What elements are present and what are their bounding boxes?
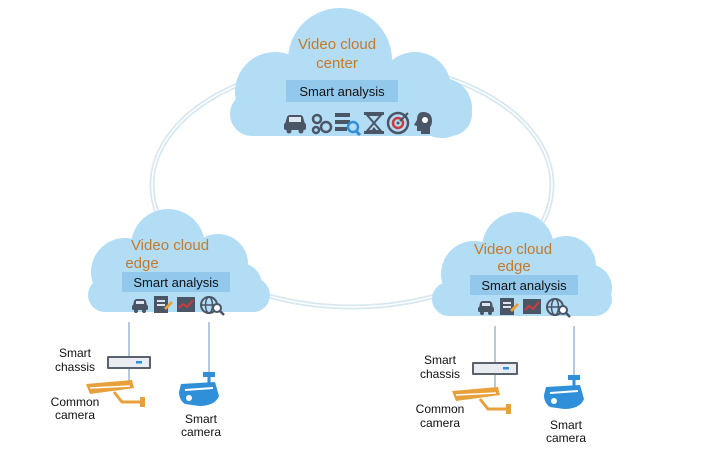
car-icon [132,299,148,313]
left-chassis-label-line1: Smart [59,346,92,360]
right-smart-camera-label-line1: Smart [550,418,583,432]
left-devices: Smart chassis Common camera Smart camera [51,322,221,439]
center-title-line1: Video cloud [298,36,376,53]
left-common-camera-label-line1: Common [51,395,100,409]
common-camera-icon [452,387,511,414]
head-profile-icon [414,112,432,134]
left-smart-camera-label-line2: camera [181,425,221,439]
right-common-camera-label-line1: Common [416,402,465,416]
center-analysis-box [286,80,398,102]
globe-search-icon [546,298,571,318]
hourglass-icon [364,112,384,134]
center-title-line2: center [316,55,358,72]
document-icon [154,296,173,313]
globe-search-icon [200,296,225,316]
left-common-camera-label-line2: camera [55,408,95,422]
smart-camera-icon [179,372,219,406]
gears-icon [311,113,333,135]
center-analysis-label: Smart analysis [299,84,385,99]
smart-camera-icon [544,375,584,409]
right-chassis-label-line1: Smart [424,353,457,367]
target-icon [386,111,410,135]
left-edge-cloud: Video cloud edge Smart analysis [88,209,270,316]
smart-chassis-icon [107,356,151,369]
left-smart-camera-label-line1: Smart [185,412,218,426]
chart-icon [177,297,195,312]
document-icon [500,298,519,315]
right-chassis-label-line2: chassis [420,367,460,381]
common-camera-icon [86,380,145,407]
car-icon [478,301,494,315]
chart-icon [523,299,541,314]
right-smart-camera-label-line2: camera [546,431,586,445]
left-edge-title-line1: Video cloud [131,237,209,254]
right-devices: Smart chassis Common camera Smart camera [416,326,586,445]
right-edge-analysis-label: Smart analysis [481,278,567,293]
car-icon [284,115,306,134]
right-edge-title-line1: Video cloud [474,241,552,258]
left-edge-analysis-box [122,272,230,292]
left-chassis-label-line2: chassis [55,360,95,374]
search-list-icon [335,113,362,137]
right-common-camera-label-line2: camera [420,416,460,430]
left-edge-analysis-label: Smart analysis [133,275,219,290]
right-edge-cloud: Video cloud edge Smart analysis [432,212,612,318]
left-edge-title-line2: edge [125,255,158,272]
center-cloud: Video cloud center Smart analysis [230,8,472,138]
smart-chassis-icon [472,362,518,375]
right-edge-title-line2: edge [497,258,530,275]
right-edge-analysis-box [470,275,578,295]
